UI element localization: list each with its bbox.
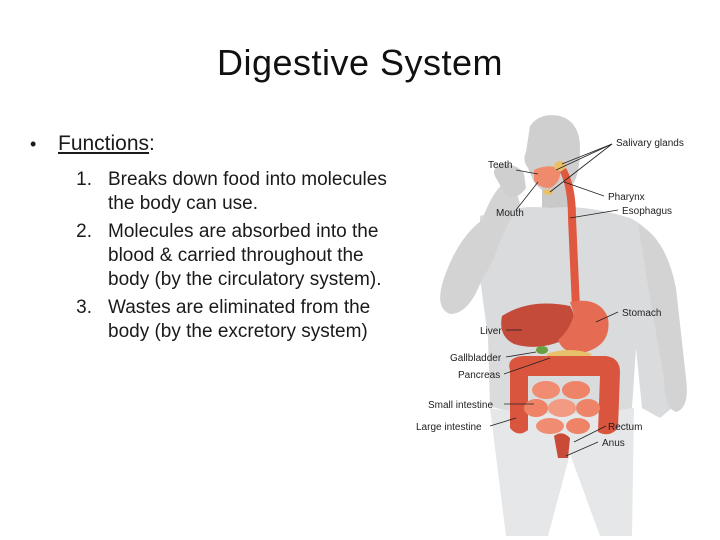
list-text: Wastes are eliminated from the body (by … (108, 297, 371, 342)
liver-organ (501, 303, 575, 347)
pants-shape (490, 408, 634, 536)
label-mouth: Mouth (496, 208, 524, 219)
label-gallbladder: Gallbladder (450, 353, 502, 364)
gallbladder-organ (536, 346, 548, 354)
list-text: Molecules are absorbed into the blood & … (108, 221, 382, 290)
hand-shape (494, 164, 526, 197)
raised-arm-shape (440, 182, 520, 314)
label-salivary-glands: Salivary glands (616, 138, 684, 149)
list-number: 3. (76, 297, 92, 318)
right-arm-shape (638, 224, 687, 412)
list-text: Breaks down food into molecules the body… (108, 169, 387, 214)
label-pancreas: Pancreas (458, 370, 500, 381)
mouth-organ (534, 166, 561, 188)
list-number: 2. (76, 221, 92, 242)
bullet-heading: • Functions: (30, 132, 410, 156)
label-stomach: Stomach (622, 308, 661, 319)
esophagus-organ (560, 168, 580, 308)
function-list: 1. Breaks down food into molecules the b… (30, 168, 410, 344)
leader-lines (489, 143, 619, 457)
list-item: 1. Breaks down food into molecules the b… (30, 168, 410, 216)
small-intestine-organ (524, 381, 600, 434)
label-rectum: Rectum (608, 422, 642, 433)
label-teeth: Teeth (488, 160, 512, 171)
large-intestine-organ (509, 356, 620, 435)
label-large-intestine: Large intestine (416, 422, 482, 433)
rectum-organ (554, 433, 570, 458)
bullet-block: • Functions: 1. Breaks down food into mo… (30, 132, 410, 348)
label-anus: Anus (602, 438, 625, 449)
label-small-intestine: Small intestine (428, 400, 493, 411)
bullet-dot-icon: • (30, 134, 37, 154)
digestive-system-figure: Salivary glands Teeth Mouth Pharynx Esop… (410, 108, 710, 536)
label-liver: Liver (480, 326, 502, 337)
label-esophagus: Esophagus (622, 206, 672, 217)
anatomy-illustration: Salivary glands Teeth Mouth Pharynx Esop… (416, 115, 687, 536)
digestive-organs (501, 161, 620, 458)
list-item: 2. Molecules are absorbed into the blood… (30, 220, 410, 292)
organ-labels: Salivary glands Teeth Mouth Pharynx Esop… (416, 138, 684, 449)
bullet-term: Functions (58, 132, 150, 155)
salivary-gland-organ (543, 189, 553, 195)
bullet-colon: : (149, 132, 155, 155)
stomach-organ (558, 300, 609, 353)
list-item: 3. Wastes are eliminated from the body (… (30, 296, 410, 344)
label-pharynx: Pharynx (608, 192, 645, 203)
list-number: 1. (76, 169, 92, 190)
slide-title: Digestive System (216, 42, 504, 83)
